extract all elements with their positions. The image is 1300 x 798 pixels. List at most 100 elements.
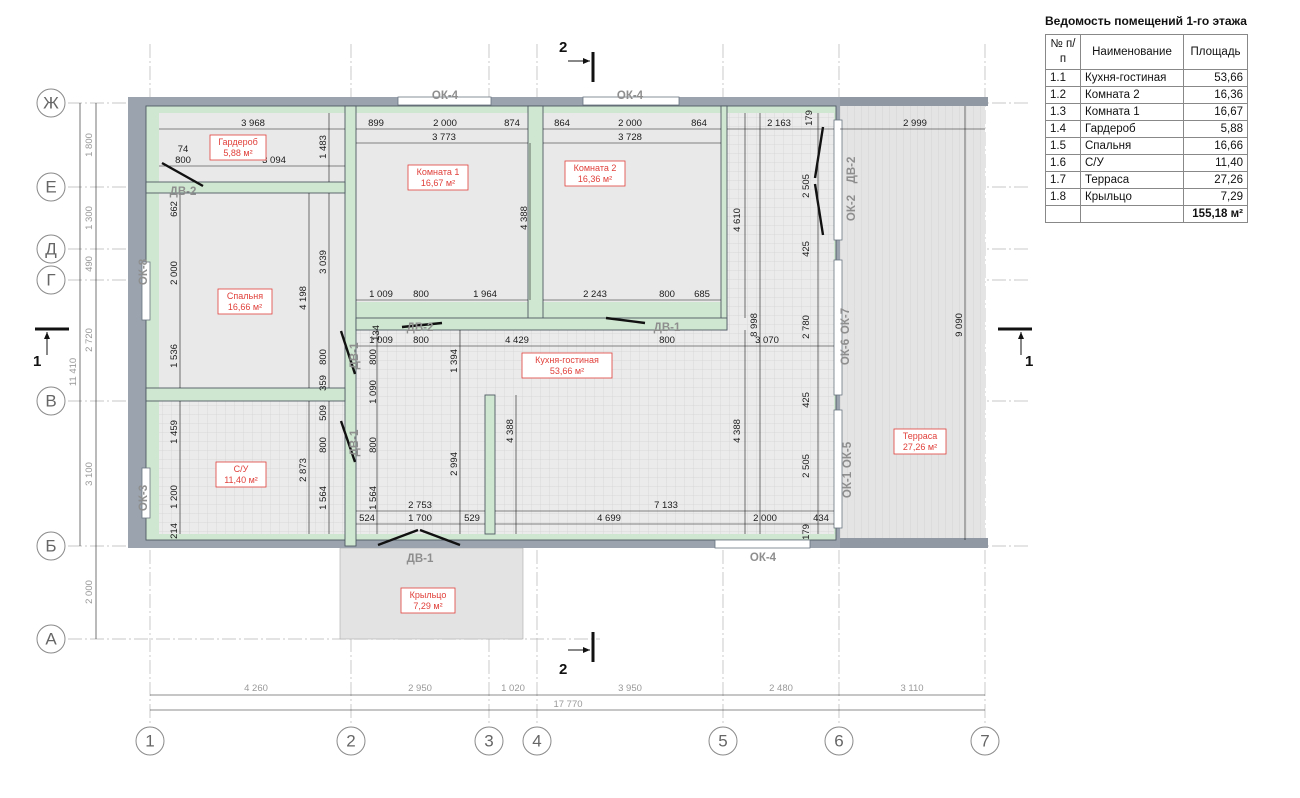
svg-text:3 094: 3 094 [262, 155, 286, 166]
svg-text:2 243: 2 243 [583, 289, 607, 300]
schedule-row: 1.8 Крыльцо 7,29 [1045, 188, 1248, 206]
svg-text:800: 800 [318, 349, 329, 365]
row-name: Терраса [1080, 171, 1184, 189]
room-label-wardrobe: Гардероб 5,88 м² [209, 134, 267, 161]
svg-text:1 009: 1 009 [369, 335, 393, 346]
svg-text:359: 359 [318, 375, 329, 391]
svg-text:1: 1 [145, 732, 154, 751]
svg-text:4 699: 4 699 [597, 513, 621, 524]
row-num: 1.2 [1045, 86, 1081, 104]
svg-text:Гардероб: Гардероб [218, 137, 258, 147]
header-num: № п/п [1045, 34, 1081, 70]
svg-text:4 260: 4 260 [244, 683, 268, 694]
svg-text:ОК-6: ОК-6 [840, 339, 852, 365]
svg-text:ДВ-2: ДВ-2 [407, 322, 434, 334]
svg-text:С/У: С/У [234, 464, 249, 474]
svg-text:ДВ-1: ДВ-1 [349, 342, 361, 369]
row-num: 1.6 [1045, 154, 1081, 172]
svg-text:1 459: 1 459 [169, 420, 180, 444]
svg-text:А: А [45, 630, 57, 649]
svg-text:ОК-4: ОК-4 [432, 90, 459, 102]
svg-text:2 000: 2 000 [169, 261, 180, 285]
column-bubbles: 1 2 3 4 5 6 7 [135, 726, 1000, 756]
row-name: Комната 1 [1080, 103, 1184, 121]
svg-text:509: 509 [318, 405, 329, 421]
svg-text:2 873: 2 873 [298, 458, 309, 482]
dimension-chain-left: 1 800 1 300 490 2 720 3 100 2 000 11 410 [68, 103, 97, 639]
svg-text:1 700: 1 700 [408, 513, 432, 524]
svg-text:2 950: 2 950 [408, 683, 432, 694]
row-area: 5,88 [1183, 120, 1248, 138]
svg-text:4 198: 4 198 [298, 286, 309, 310]
svg-text:ОК-4: ОК-4 [617, 90, 644, 102]
svg-text:1 800: 1 800 [84, 133, 95, 157]
svg-text:2: 2 [559, 661, 567, 678]
svg-text:1: 1 [1025, 353, 1033, 370]
svg-text:ОК-8: ОК-8 [138, 258, 150, 285]
svg-text:529: 529 [464, 513, 480, 524]
svg-text:6: 6 [834, 732, 843, 751]
header-area: Площадь [1183, 34, 1248, 70]
row-bubbles: Ж Е Д Г В Б А [36, 88, 66, 654]
row-name: Крыльцо [1080, 188, 1184, 206]
svg-text:7 133: 7 133 [654, 500, 678, 511]
svg-text:800: 800 [413, 335, 429, 346]
section-marker-1-right: 1 [998, 327, 1033, 370]
svg-text:ОК-4: ОК-4 [750, 552, 777, 564]
svg-text:3 039: 3 039 [318, 250, 329, 274]
row-num: 1.1 [1045, 69, 1081, 87]
svg-text:4 388: 4 388 [519, 206, 530, 230]
svg-text:662: 662 [169, 201, 180, 217]
schedule-title: Ведомость помещений 1-го этажа [1045, 14, 1247, 28]
svg-text:11,40 м²: 11,40 м² [224, 475, 258, 485]
schedule-row: 1.7 Терраса 27,26 [1045, 171, 1248, 189]
svg-text:1 536: 1 536 [169, 344, 180, 368]
schedule-row: 1.2 Комната 2 16,36 [1045, 86, 1248, 104]
svg-text:17 770: 17 770 [553, 699, 582, 710]
section-marker-1-left: 1 [33, 327, 69, 370]
svg-text:179: 179 [801, 524, 812, 540]
room-label-room2: Комната 2 16,36 м² [564, 160, 626, 187]
svg-text:2 999: 2 999 [903, 118, 927, 129]
inner-dimension-texts: 3 968 74 800 3 094 899 2 000 874 864 2 0… [169, 110, 965, 540]
schedule-table: № п/п Наименование Площадь 1.1 Кухня-гос… [1045, 34, 1248, 223]
windows [141, 96, 843, 549]
svg-text:Комната 1: Комната 1 [417, 167, 460, 177]
svg-text:16,36 м²: 16,36 м² [578, 174, 612, 184]
svg-text:ОК-5: ОК-5 [842, 441, 854, 468]
schedule-row: 1.3 Комната 1 16,67 [1045, 103, 1248, 121]
svg-text:3 773: 3 773 [432, 132, 456, 143]
room1-floor [356, 113, 528, 302]
header-name: Наименование [1080, 34, 1184, 70]
room-label-living: Кухня-гостиная 53,66 м² [521, 352, 613, 379]
svg-text:2 720: 2 720 [84, 328, 95, 352]
svg-text:4: 4 [532, 732, 541, 751]
room-label-room1: Комната 1 16,67 м² [407, 164, 469, 191]
svg-text:2 000: 2 000 [84, 580, 95, 604]
row-name: Кухня-гостиная [1080, 69, 1184, 87]
svg-text:ОК-1: ОК-1 [842, 471, 854, 498]
svg-text:2 163: 2 163 [767, 118, 791, 129]
inner-dimension-lines [159, 106, 985, 540]
svg-text:ДВ-1: ДВ-1 [407, 553, 434, 565]
svg-text:ОК-2: ОК-2 [846, 195, 858, 221]
room-label-terrace: Терраса 27,26 м² [893, 428, 947, 455]
svg-text:Комната 2: Комната 2 [574, 163, 617, 173]
schedule-row: 1.6 С/У 11,40 [1045, 154, 1248, 172]
row-area: 7,29 [1183, 188, 1248, 206]
svg-text:5: 5 [718, 732, 727, 751]
svg-text:В: В [45, 392, 56, 411]
svg-text:16,67 м²: 16,67 м² [421, 178, 455, 188]
svg-text:214: 214 [169, 523, 180, 539]
svg-text:864: 864 [691, 118, 707, 129]
svg-text:Спальня: Спальня [227, 291, 263, 301]
svg-text:800: 800 [659, 289, 675, 300]
row-area: 53,66 [1183, 69, 1248, 87]
svg-text:3 110: 3 110 [900, 683, 923, 694]
svg-text:9 090: 9 090 [954, 313, 965, 337]
svg-text:3 950: 3 950 [618, 683, 642, 694]
svg-text:2 000: 2 000 [433, 118, 457, 129]
svg-text:ОК-3: ОК-3 [138, 485, 150, 511]
svg-text:864: 864 [554, 118, 570, 129]
dimension-chain-bottom: 4 260 2 950 1 020 3 950 2 480 3 110 17 7… [150, 683, 985, 711]
